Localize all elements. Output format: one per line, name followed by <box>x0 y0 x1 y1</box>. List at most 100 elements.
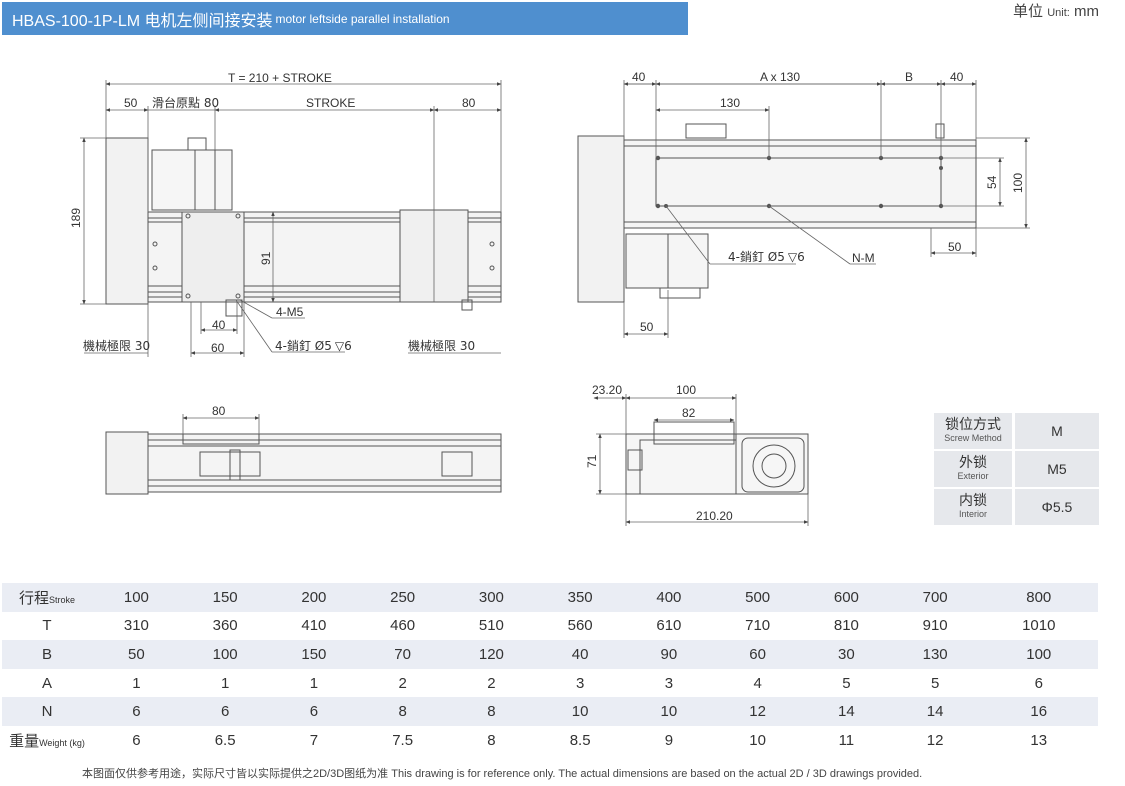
bottom-view-dimensions <box>182 414 260 434</box>
top-dim-nm: N-M <box>852 251 875 265</box>
screw-value: M <box>1012 413 1099 449</box>
unit-cn: 单位 <box>1013 3 1044 20</box>
spec-cell: 250 <box>358 583 447 612</box>
spec-cell: 810 <box>802 611 891 641</box>
screw-label-cn: 内锁 <box>959 492 987 508</box>
end-dim-2320: 23.20 <box>592 383 622 397</box>
bottom-dim-80: 80 <box>212 404 226 418</box>
top-dim-40-right: 40 <box>950 70 964 84</box>
screw-label-en: Screw Method <box>944 433 1002 443</box>
spec-cell: 5 <box>802 668 891 698</box>
spec-row-head-en: Weight (kg) <box>39 737 85 748</box>
screw-value: M5 <box>1012 451 1099 487</box>
limit-left: 機械極限 30 <box>83 338 150 353</box>
screw-value: Φ5.5 <box>1012 489 1099 525</box>
dim-50: 50 <box>124 96 138 110</box>
end-dim-21020: 210.20 <box>696 509 733 523</box>
spec-cell: 460 <box>358 611 447 641</box>
spec-cell: 410 <box>269 611 359 641</box>
top-dim-50-right: 50 <box>948 240 962 254</box>
spec-row-head-cn: A <box>41 674 52 692</box>
end-view <box>625 421 809 495</box>
spec-cell: 300 <box>447 583 536 612</box>
spec-cell: 14 <box>890 697 980 726</box>
dim-40: 40 <box>212 318 226 332</box>
spec-cell: 500 <box>713 583 802 612</box>
spec-cell: 6 <box>979 668 1098 698</box>
title-banner: HBAS-100-1P-LM 电机左侧间接安装 motor leftside p… <box>2 2 688 35</box>
spec-cell: 14 <box>802 697 891 726</box>
spec-row-head-cn: B <box>41 645 52 663</box>
spec-cell: 3 <box>535 668 625 698</box>
spec-cell: 6.5 <box>180 725 270 755</box>
dim-m5: 4-M5 <box>276 305 304 319</box>
spec-row-head-cn: 重量 <box>9 732 40 750</box>
spec-cell: 6 <box>180 697 270 726</box>
spec-cell: 6 <box>92 697 181 726</box>
top-dim-a130: A x 130 <box>760 70 800 84</box>
unit-en: Unit: <box>1047 7 1070 19</box>
spec-row-head-en: Stroke <box>49 594 76 605</box>
spec-row-head: 行程Stroke <box>2 583 92 612</box>
spec-cell: 610 <box>624 611 714 641</box>
spec-cell: 360 <box>180 611 270 641</box>
spec-cell: 12 <box>713 697 802 726</box>
top-dim-40-left: 40 <box>632 70 646 84</box>
spec-cell: 4 <box>713 668 802 698</box>
screw-label-en: Interior <box>958 509 987 519</box>
spec-cell: 1010 <box>979 611 1098 641</box>
spec-cell: 100 <box>979 640 1098 669</box>
spec-cell: 600 <box>802 583 891 612</box>
spec-cell: 11 <box>802 725 891 755</box>
spec-cell: 6 <box>92 725 181 755</box>
spec-cell: 510 <box>447 611 536 641</box>
dim-189: 189 <box>69 208 83 228</box>
end-view-dimensions <box>593 394 809 526</box>
technical-drawing: T = 210 + STROKE 50 滑台原點 80 STROKE 80 18… <box>69 70 1030 526</box>
dim-60: 60 <box>211 341 225 355</box>
spec-cell: 40 <box>535 640 625 669</box>
spec-cell: 910 <box>890 611 980 641</box>
front-view <box>105 137 502 317</box>
spec-cell: 710 <box>713 611 802 641</box>
top-dim-50-bottom: 50 <box>640 320 654 334</box>
dim-pin: 4-銷釘 Ø5▽6 <box>275 338 352 353</box>
spec-row-head: N <box>2 697 92 726</box>
spec-cell: 350 <box>535 583 625 612</box>
dim-80: 80 <box>462 96 476 110</box>
spec-cell: 8 <box>447 725 536 755</box>
dim-91: 91 <box>259 251 273 265</box>
spec-cell: 16 <box>979 697 1098 726</box>
spec-cell: 100 <box>92 583 181 612</box>
spec-cell: 9 <box>624 725 714 755</box>
spec-cell: 560 <box>535 611 625 641</box>
top-dim-pin: 4-銷釘 Ø5▽6 <box>728 249 805 264</box>
end-dim-100: 100 <box>676 383 696 397</box>
spec-cell: 7 <box>269 725 359 755</box>
footnote: 本图面仅供参考用途，实际尺寸皆以实际提供之2D/3D图纸为准 This draw… <box>82 768 923 780</box>
spec-cell: 10 <box>624 697 714 726</box>
spec-row-head-cn: N <box>41 703 53 721</box>
spec-cell: 1 <box>269 668 359 698</box>
spec-cell: 7.5 <box>358 725 447 755</box>
spec-cell: 2 <box>358 668 447 698</box>
spec-cell: 90 <box>624 640 714 669</box>
spec-cell: 130 <box>890 640 980 669</box>
end-dim-82: 82 <box>682 406 696 420</box>
top-dim-130: 130 <box>720 96 740 110</box>
spec-cell: 3 <box>624 668 714 698</box>
dim-stroke: STROKE <box>306 96 355 110</box>
spec-cell: 120 <box>447 640 536 669</box>
limit-right: 機械極限 30 <box>408 338 475 353</box>
dim-slide-origin: 滑台原點 80 <box>152 95 219 110</box>
spec-cell: 60 <box>713 640 802 669</box>
